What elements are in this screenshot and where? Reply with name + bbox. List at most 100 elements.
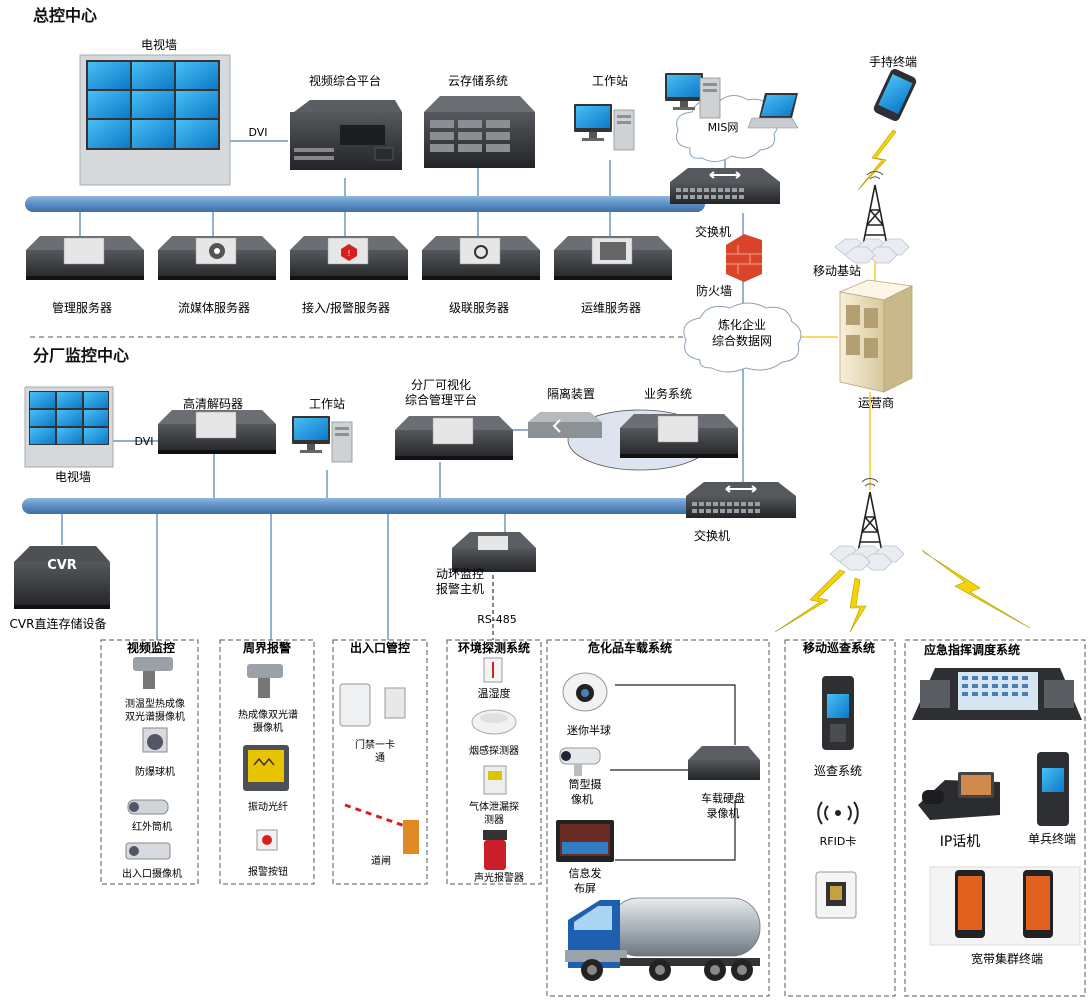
video-item-entrance: 出入口摄像机 — [122, 867, 182, 880]
hq-video-wall-label: 电视墙 — [141, 37, 177, 52]
cvr-storage-device — [14, 546, 110, 609]
hq-network-bus — [25, 196, 705, 212]
hq-title: 总控中心 — [33, 6, 97, 25]
mobile-patrol-box — [784, 639, 896, 997]
branch-workstation-label: 工作站 — [309, 397, 345, 411]
env-item-alarm: 声光报警器 — [474, 871, 524, 884]
mini-dome-camera-icon — [562, 672, 608, 712]
wireless-link-icon — [774, 129, 1031, 633]
hazmat-item-bullet-line1: 筒型摄 — [569, 777, 602, 791]
branch-title: 分厂监控中心 — [33, 346, 129, 365]
branch-video-wall-label: 电视墙 — [55, 469, 91, 484]
firewall-icon — [726, 234, 762, 282]
firewall-label: 防火墙 — [696, 283, 732, 298]
emergency-command-box — [904, 639, 1086, 997]
ops-server — [553, 235, 673, 281]
command-console-icon — [912, 668, 1082, 720]
operator-label: 运营商 — [858, 395, 894, 410]
perimeter-alarm-box — [219, 639, 315, 885]
perimeter-item-button: 报警按钮 — [248, 865, 288, 878]
env-item-smoke: 烟感探测器 — [469, 744, 519, 757]
info-display-icon — [556, 820, 614, 862]
video-item-thermal-line2: 双光谱摄像机 — [125, 710, 185, 723]
hq-switch-label: 交换机 — [695, 224, 731, 239]
hq-switch-device — [669, 167, 781, 205]
business-system-device — [619, 413, 739, 459]
branch-network-bus — [22, 498, 712, 514]
rfid-card-icon — [815, 871, 857, 919]
ip-phone-icon — [918, 772, 1000, 820]
sound-light-alarm-icon — [483, 830, 507, 870]
env-item-gas-line1: 气体泄漏探 — [469, 800, 519, 813]
mobile-base-station-label: 移动基站 — [813, 264, 861, 278]
smoke-detector-icon — [471, 709, 517, 735]
cascade-server — [421, 235, 541, 281]
cvr-badge: CVR — [47, 558, 77, 573]
hazmat-item-display-line2: 布屏 — [574, 882, 596, 895]
branch-platform-line2: 综合管理平台 — [405, 392, 477, 407]
perimeter-alarm-title: 周界报警 — [243, 640, 291, 655]
perimeter-thermal-camera-icon — [247, 664, 283, 698]
video-monitoring-title: 视频监控 — [127, 640, 175, 655]
handheld-terminal-label: 手持终端 — [869, 54, 917, 69]
access-alarm-server: ! — [289, 235, 409, 281]
thermometer-icon — [483, 657, 503, 683]
mobile-base-station-icon — [834, 170, 910, 264]
hazmat-item-dvr-line1: 车载硬盘 — [701, 791, 745, 805]
video-monitoring-box — [100, 639, 199, 885]
env-item-humidity: 温湿度 — [478, 686, 511, 700]
branch-switch-label: 交换机 — [694, 528, 730, 543]
cloud-storage-label: 云存储系统 — [448, 73, 508, 88]
hd-decoder-device — [157, 409, 277, 455]
video-item-thermal-line1: 测温型热成像 — [125, 697, 185, 710]
hazmat-item-dvr-line2: 录像机 — [707, 806, 740, 820]
branch-platform-device — [394, 415, 514, 461]
vibration-fiber-icon — [243, 745, 289, 791]
env-alarm-host-device — [452, 532, 536, 572]
hazmat-item-dome: 迷你半球 — [567, 723, 611, 737]
vehicle-dvr-icon — [688, 746, 760, 780]
hazmat-vehicle-box — [546, 639, 770, 997]
enterprise-network-line2: 综合数据网 — [712, 333, 772, 348]
hq-dvi-label: DVI — [248, 126, 267, 139]
env-host-line1: 动环监控 — [436, 567, 484, 581]
access-item-card-line2: 通 — [375, 752, 385, 764]
tanker-truck-icon — [565, 897, 761, 981]
perimeter-item-fiber: 振动光纤 — [248, 800, 288, 813]
hazmat-vehicle-title: 危化品车载系统 — [587, 640, 672, 655]
perimeter-item-thermal-line1: 热成像双光谱 — [238, 708, 298, 721]
server-label-access-alarm: 接入/报警服务器 — [302, 300, 390, 315]
rs485-label: RS-485 — [477, 613, 517, 626]
video-item-dome: 防爆球机 — [135, 765, 175, 778]
branch-switch-device — [685, 481, 797, 519]
enterprise-network-cloud — [683, 302, 802, 373]
patrol-item-rfid: RFID卡 — [820, 835, 857, 848]
perimeter-item-thermal-line2: 摄像机 — [253, 721, 283, 734]
emergency-command-title: 应急指挥调度系统 — [924, 642, 1020, 657]
bullet-camera-icon — [559, 747, 601, 776]
server-label-management: 管理服务器 — [52, 300, 112, 315]
hq-video-wall — [79, 54, 231, 186]
mis-network-cloud — [665, 73, 799, 162]
mobile-patrol-title: 移动巡查系统 — [803, 640, 875, 655]
hazmat-item-display-line1: 信息发 — [569, 866, 602, 880]
isolation-device-label: 隔离装置 — [547, 386, 595, 401]
env-item-gas-line2: 测器 — [484, 813, 504, 826]
branch-base-station-icon — [829, 477, 905, 571]
operator-cabinet-icon — [838, 279, 914, 393]
svg-text:!: ! — [347, 249, 350, 258]
card-reader-icon — [339, 683, 406, 727]
entrance-camera-icon — [125, 842, 171, 860]
thermal-camera-icon — [133, 657, 173, 689]
streaming-server — [157, 235, 277, 281]
enterprise-network-line1: 炼化企业 — [718, 317, 766, 332]
business-system-label: 业务系统 — [644, 386, 692, 401]
access-control-title: 出入口管控 — [350, 640, 410, 655]
env-host-line2: 报警主机 — [436, 581, 484, 596]
hd-decoder-label: 高清解码器 — [183, 396, 243, 411]
infrared-bullet-camera-icon — [127, 799, 169, 815]
video-item-infrared: 红外筒机 — [132, 820, 172, 833]
trunk-terminal-icon — [929, 866, 1081, 946]
mis-network-label: MIS网 — [708, 121, 739, 134]
hazmat-item-bullet-line2: 像机 — [571, 792, 593, 806]
